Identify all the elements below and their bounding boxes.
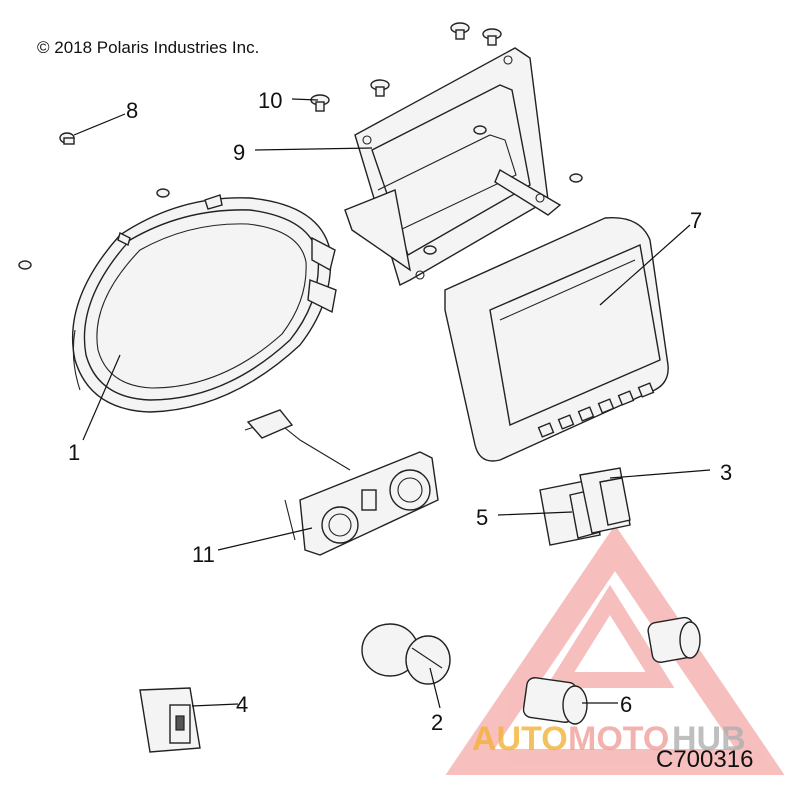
callout-1: 1 xyxy=(68,440,80,465)
display-buttons xyxy=(537,382,655,438)
callout-5: 5 xyxy=(476,505,488,530)
part-7-display-screen xyxy=(444,216,669,462)
part-2-ignition-switch xyxy=(361,623,451,685)
part-8-screws xyxy=(18,132,170,270)
callout-9: 9 xyxy=(233,140,245,165)
diagram-code: C700316 xyxy=(656,746,753,773)
part-6-power-outlets xyxy=(522,616,701,725)
part-9-mounting-bracket xyxy=(344,47,562,286)
part-10-screws xyxy=(310,22,583,255)
watermark-auto: AUTO xyxy=(472,720,568,758)
part-1-instrument-cluster xyxy=(71,194,337,413)
callout-4: 4 xyxy=(236,692,248,717)
callout-7: 7 xyxy=(690,208,702,233)
callout-8: 8 xyxy=(126,98,138,123)
part-4-switch xyxy=(139,687,201,753)
leader-lines xyxy=(73,98,711,709)
copyright-text: © 2018 Polaris Industries Inc. xyxy=(37,38,259,57)
callout-3: 3 xyxy=(720,460,732,485)
callout-6: 6 xyxy=(620,692,632,717)
watermark-moto: MOTO xyxy=(568,720,669,758)
watermark-hub: HUB xyxy=(672,720,746,758)
callout-11: 11 xyxy=(192,542,215,567)
part-3-rocker-switch xyxy=(579,467,631,534)
callout-10: 10 xyxy=(258,88,282,113)
part-11-climate-control-panel xyxy=(244,409,439,556)
watermark-text: AUTO MOTO HUB xyxy=(472,720,746,758)
callout-2: 2 xyxy=(431,710,443,735)
